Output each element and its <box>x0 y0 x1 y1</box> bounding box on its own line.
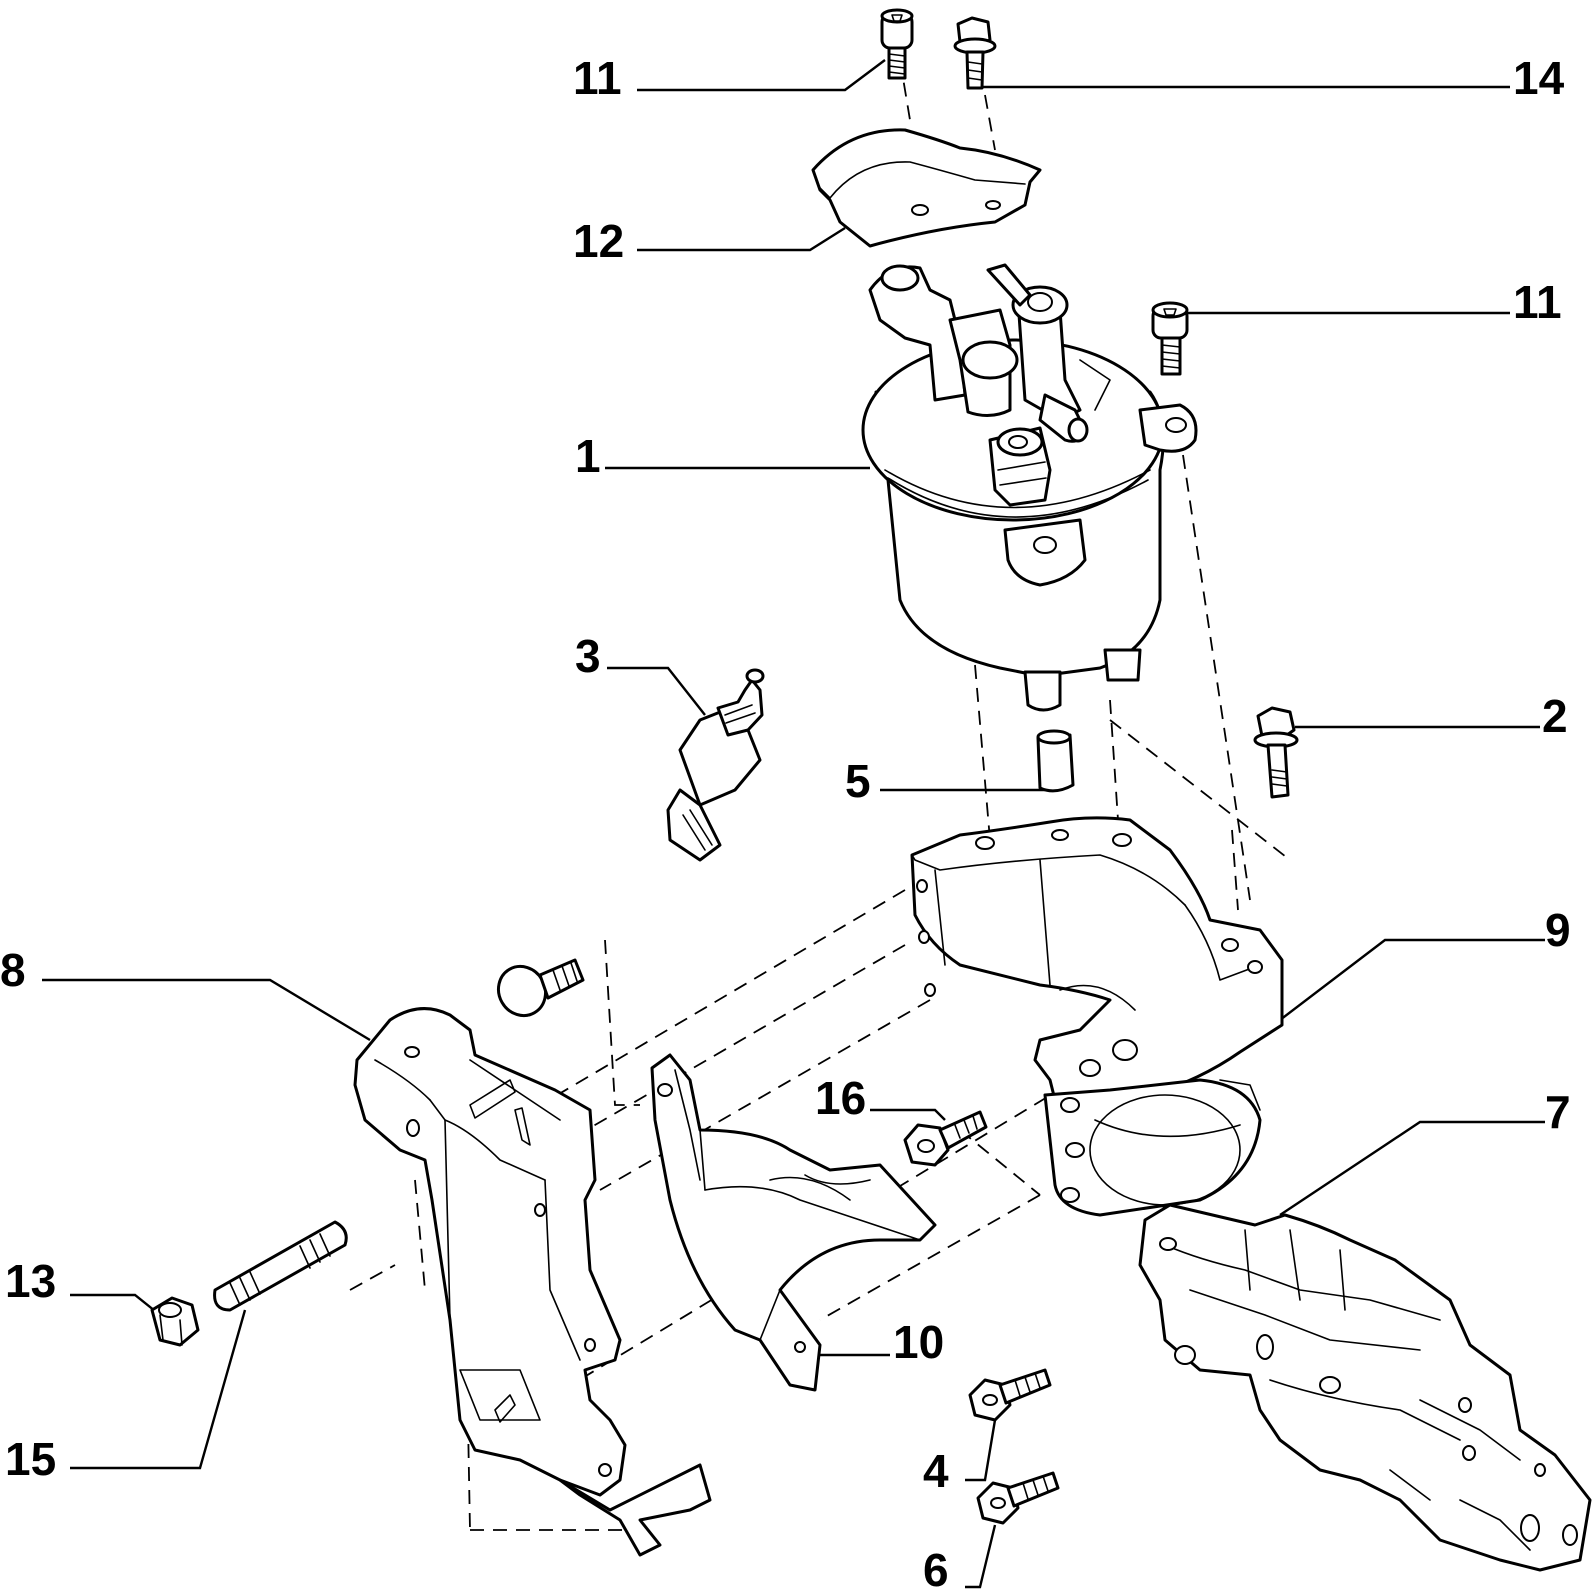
label-15: 15 <box>5 1433 56 1485</box>
plug-screw-8 <box>496 958 585 1018</box>
engine-mount-7 <box>1138 1203 1592 1572</box>
bolt-2 <box>1253 706 1299 799</box>
label-5: 5 <box>845 755 871 807</box>
screw-11-right <box>1151 301 1189 376</box>
sensor-3 <box>666 668 765 862</box>
callout-labels: 11 14 12 11 1 3 2 5 9 8 16 7 13 10 15 4 … <box>0 52 1571 1589</box>
label-11-top: 11 <box>573 52 622 104</box>
bolt-4 <box>968 1368 1052 1422</box>
label-1: 1 <box>575 430 601 482</box>
label-9: 9 <box>1545 904 1571 956</box>
label-12: 12 <box>573 215 624 267</box>
cover-plate-12 <box>811 128 1042 248</box>
label-7: 7 <box>1545 1086 1571 1138</box>
label-8: 8 <box>0 944 26 996</box>
bracket-8 <box>353 1007 712 1557</box>
label-13: 13 <box>5 1255 56 1307</box>
label-14: 14 <box>1513 52 1565 104</box>
label-16: 16 <box>815 1072 866 1124</box>
stud-15 <box>213 1220 348 1312</box>
screw-11-top <box>880 8 914 80</box>
label-4: 4 <box>923 1445 949 1497</box>
leader-lines <box>42 59 1545 1589</box>
heat-shield-10 <box>650 1053 937 1392</box>
bolt-6 <box>976 1471 1060 1525</box>
sleeve-5 <box>1036 729 1075 793</box>
fuel-filter-1 <box>861 263 1198 712</box>
bolt-14 <box>953 16 997 90</box>
label-3: 3 <box>575 630 601 682</box>
bolt-16 <box>903 1110 988 1167</box>
label-10: 10 <box>893 1316 944 1368</box>
bracket-9 <box>910 816 1284 1217</box>
label-11-right: 11 <box>1513 276 1562 328</box>
label-2: 2 <box>1542 690 1568 742</box>
nut-13 <box>150 1296 200 1347</box>
label-6: 6 <box>923 1544 949 1589</box>
